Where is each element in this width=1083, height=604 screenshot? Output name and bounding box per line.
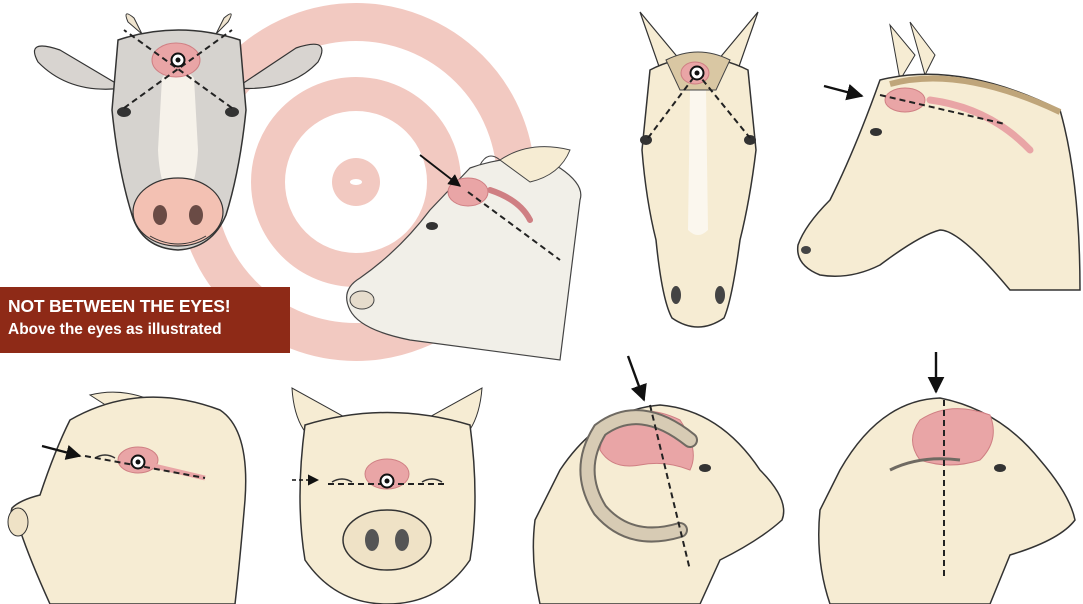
horse-front-head [640, 12, 758, 327]
pig-front-head [292, 388, 482, 604]
pig-side-head [8, 392, 246, 604]
horse-side-head [798, 22, 1080, 290]
warning-line-1: NOT BETWEEN THE EYES! [8, 294, 290, 318]
sheep-head [819, 352, 1075, 604]
ram-head [533, 356, 783, 604]
warning-callout: NOT BETWEEN THE EYES! Above the eyes as … [0, 287, 290, 353]
warning-line-2: Above the eyes as illustrated [8, 318, 290, 342]
